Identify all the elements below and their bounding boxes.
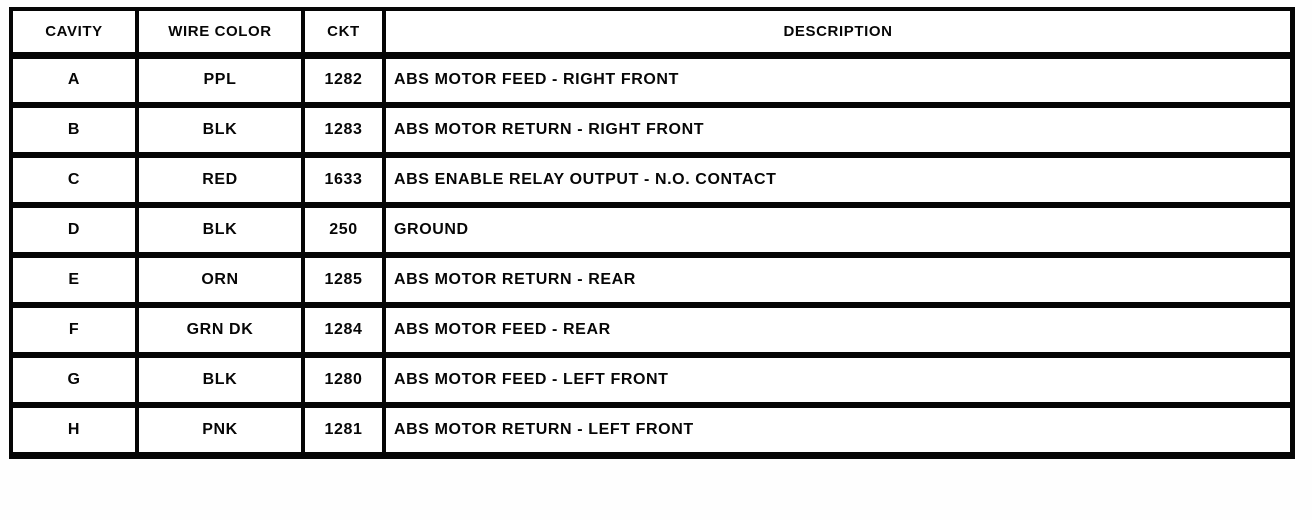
cell-description: ABS MOTOR RETURN - LEFT FRONT	[382, 402, 1293, 455]
table-row: E ORN 1285 ABS MOTOR RETURN - REAR	[11, 252, 1293, 308]
cell-ckt: 1633	[301, 152, 386, 208]
cell-cavity: G	[11, 352, 139, 408]
cell-cavity: E	[11, 252, 139, 308]
cell-wire-color: PNK	[135, 402, 305, 455]
column-header-cavity: CAVITY	[11, 9, 139, 59]
cell-ckt: 250	[301, 202, 386, 258]
cell-ckt: 1280	[301, 352, 386, 408]
table-row: H PNK 1281 ABS MOTOR RETURN - LEFT FRONT	[11, 402, 1293, 455]
cell-wire-color: RED	[135, 152, 305, 208]
table-row: F GRN DK 1284 ABS MOTOR FEED - REAR	[11, 302, 1293, 358]
cell-wire-color: ORN	[135, 252, 305, 308]
cell-description: ABS MOTOR FEED - REAR	[382, 302, 1293, 358]
cell-ckt: 1285	[301, 252, 386, 308]
cell-description: GROUND	[382, 202, 1293, 258]
cell-cavity: D	[11, 202, 139, 258]
table-row: B BLK 1283 ABS MOTOR RETURN - RIGHT FRON…	[11, 102, 1293, 158]
cell-wire-color: BLK	[135, 102, 305, 158]
cell-cavity: F	[11, 302, 139, 358]
table-header: CAVITY WIRE COLOR CKT DESCRIPTION	[11, 9, 1293, 59]
cell-cavity: B	[11, 102, 139, 158]
table-row: D BLK 250 GROUND	[11, 202, 1293, 258]
cell-cavity: A	[11, 52, 139, 108]
table-row: C RED 1633 ABS ENABLE RELAY OUTPUT - N.O…	[11, 152, 1293, 208]
cell-cavity: C	[11, 152, 139, 208]
cell-ckt: 1284	[301, 302, 386, 358]
cell-description: ABS MOTOR RETURN - RIGHT FRONT	[382, 102, 1293, 158]
column-header-description: DESCRIPTION	[382, 9, 1293, 59]
cell-wire-color: PPL	[135, 52, 305, 108]
table-row: A PPL 1282 ABS MOTOR FEED - RIGHT FRONT	[11, 52, 1293, 108]
cell-wire-color: BLK	[135, 352, 305, 408]
cell-description: ABS MOTOR FEED - LEFT FRONT	[382, 352, 1293, 408]
cell-description: ABS ENABLE RELAY OUTPUT - N.O. CONTACT	[382, 152, 1293, 208]
connector-pinout-table: CAVITY WIRE COLOR CKT DESCRIPTION A PPL …	[9, 7, 1295, 459]
column-header-ckt: CKT	[301, 9, 386, 59]
cell-wire-color: GRN DK	[135, 302, 305, 358]
header-row: CAVITY WIRE COLOR CKT DESCRIPTION	[11, 9, 1293, 59]
cell-ckt: 1282	[301, 52, 386, 108]
cell-description: ABS MOTOR RETURN - REAR	[382, 252, 1293, 308]
cell-cavity: H	[11, 402, 139, 455]
column-header-wire-color: WIRE COLOR	[135, 9, 305, 59]
cell-description: ABS MOTOR FEED - RIGHT FRONT	[382, 52, 1293, 108]
cell-ckt: 1283	[301, 102, 386, 158]
table-row: G BLK 1280 ABS MOTOR FEED - LEFT FRONT	[11, 352, 1293, 408]
cell-ckt: 1281	[301, 402, 386, 455]
table-body: A PPL 1282 ABS MOTOR FEED - RIGHT FRONT …	[11, 52, 1293, 455]
cell-wire-color: BLK	[135, 202, 305, 258]
